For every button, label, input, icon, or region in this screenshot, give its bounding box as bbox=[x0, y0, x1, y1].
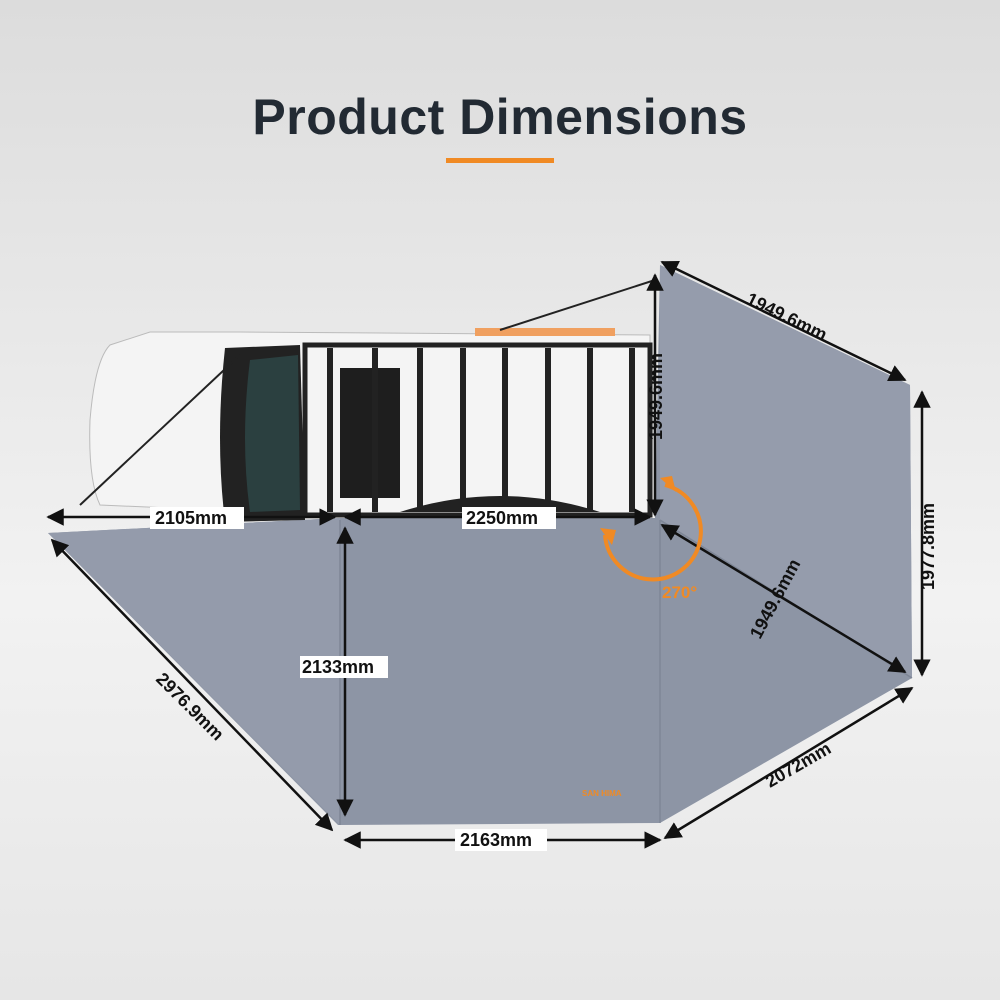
angle-arc bbox=[603, 483, 703, 582]
dim-front: 2105mm bbox=[155, 508, 227, 528]
title-underline bbox=[446, 158, 554, 163]
dim-car-side: 2250mm bbox=[466, 508, 538, 528]
dim-vertical-side: 1949.6mm bbox=[646, 353, 666, 440]
dim-bottom: 2163mm bbox=[460, 830, 532, 850]
page-title: Product Dimensions bbox=[252, 89, 748, 145]
dim-right-side: 1977.8mm bbox=[918, 503, 938, 590]
dim-depth: 2133mm bbox=[302, 657, 374, 677]
brand-logo: SAN HIMA bbox=[582, 789, 622, 798]
awning-left-panel bbox=[48, 518, 340, 825]
vehicle-top-view bbox=[79, 279, 656, 522]
angle-label: 270° bbox=[662, 583, 697, 602]
